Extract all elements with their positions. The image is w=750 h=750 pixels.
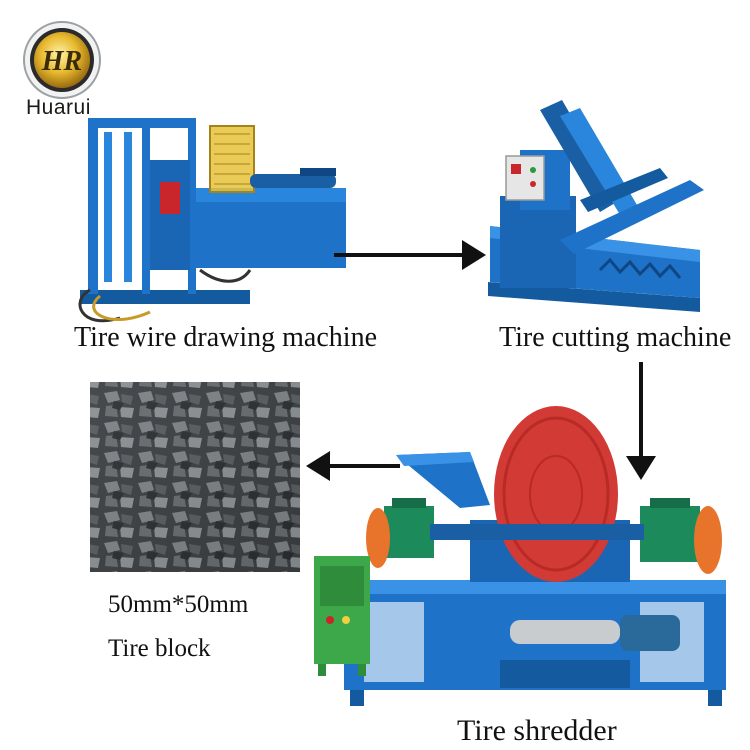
flow-arrow-down: [626, 362, 656, 480]
label-tire-shredder: Tire shredder: [457, 714, 617, 747]
flow-arrow-right: [334, 240, 486, 270]
flow-arrow-left: [306, 451, 400, 481]
tire-shredder-icon: [314, 406, 726, 706]
logo-monogram: HR: [41, 46, 82, 77]
label-tire-block: Tire block: [108, 635, 211, 662]
rubber-chips-photo-icon: [90, 382, 300, 572]
tire-cutting-machine-icon: [488, 100, 704, 312]
wire-drawing-machine-icon: [78, 118, 346, 323]
label-tire-cutting-machine: Tire cutting machine: [499, 322, 732, 353]
brand-name: Huarui: [26, 96, 91, 119]
label-block-size: 50mm*50mm: [108, 591, 249, 618]
huarui-logo: HR: [23, 21, 101, 99]
label-wire-drawing-machine: Tire wire drawing machine: [74, 322, 377, 353]
